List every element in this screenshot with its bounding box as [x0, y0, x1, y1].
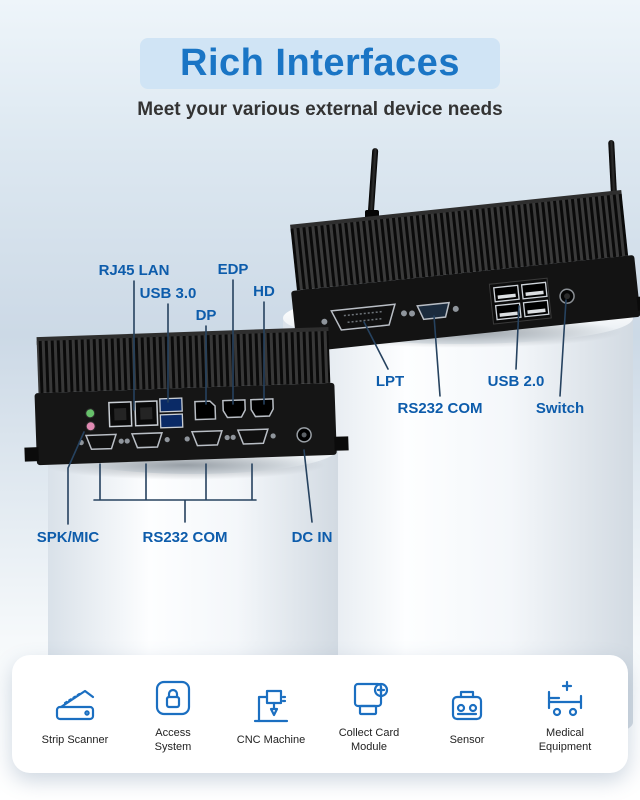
application-item-medical-equipment: Medical Equipment	[518, 674, 612, 753]
page-subtitle: Meet your various external device needs	[137, 99, 503, 120]
hd-port	[250, 398, 274, 418]
sensor-icon	[443, 681, 491, 729]
db9-serial-ports	[78, 428, 276, 451]
application-label: Access System	[154, 727, 192, 753]
application-item-cnc-machine: CNC Machine	[224, 681, 318, 747]
audio-jacks	[85, 408, 96, 432]
power-switch	[559, 288, 575, 304]
application-item-sensor: Sensor	[420, 681, 514, 747]
usb2-ports	[488, 277, 552, 325]
application-label: Strip Scanner	[41, 733, 109, 746]
rj45-ports	[108, 400, 159, 428]
port-label-dc-in: DC IN	[291, 529, 333, 546]
application-item-collect-card-module: Collect Card Module	[322, 674, 416, 753]
antenna-base	[365, 210, 379, 220]
mounting-ear	[24, 447, 39, 462]
medical-equipment-icon	[541, 674, 589, 722]
rs232-com-port	[409, 301, 459, 321]
port-label-rj45-lan: RJ45 LAN	[98, 262, 170, 279]
cnc-machine-icon	[247, 681, 295, 729]
mounting-ear	[334, 436, 349, 451]
applications-card: Strip Scanner Access System	[12, 655, 628, 773]
front-panel	[34, 382, 337, 466]
port-label-hd: HD	[253, 283, 275, 300]
port-label-lpt: LPT	[375, 373, 405, 390]
application-item-access-system: Access System	[126, 674, 220, 753]
antenna	[367, 147, 379, 217]
edp-port	[222, 399, 246, 419]
title-banner: Rich Interfaces	[140, 38, 500, 89]
left-device-image	[24, 326, 349, 466]
port-label-spk-mic: SPK/MIC	[36, 529, 100, 546]
page-title: Rich Interfaces	[180, 42, 460, 84]
port-label-edp: EDP	[217, 261, 249, 278]
port-label-usb3: USB 3.0	[139, 285, 197, 302]
port-label-rs232-left: RS232 COM	[142, 529, 228, 546]
collect-card-module-icon	[345, 674, 393, 722]
header: Rich Interfaces Meet your various extern…	[0, 38, 640, 121]
port-label-switch: Switch	[535, 400, 585, 417]
dp-port	[194, 400, 217, 421]
port-label-dp: DP	[195, 307, 217, 324]
application-label: Medical Equipment	[538, 727, 592, 753]
access-system-icon	[149, 674, 197, 722]
application-label: CNC Machine	[236, 733, 306, 746]
port-label-usb2: USB 2.0	[487, 373, 545, 390]
application-label: Collect Card Module	[338, 727, 400, 753]
application-item-strip-scanner: Strip Scanner	[28, 681, 122, 747]
heatsink-fins	[290, 189, 629, 291]
port-label-rs232-right: RS232 COM	[397, 400, 483, 417]
usb3-ports	[159, 397, 184, 429]
dc-jack	[296, 427, 312, 443]
strip-scanner-icon	[51, 681, 99, 729]
application-label: Sensor	[449, 733, 485, 746]
heatsink-fins	[36, 326, 331, 394]
